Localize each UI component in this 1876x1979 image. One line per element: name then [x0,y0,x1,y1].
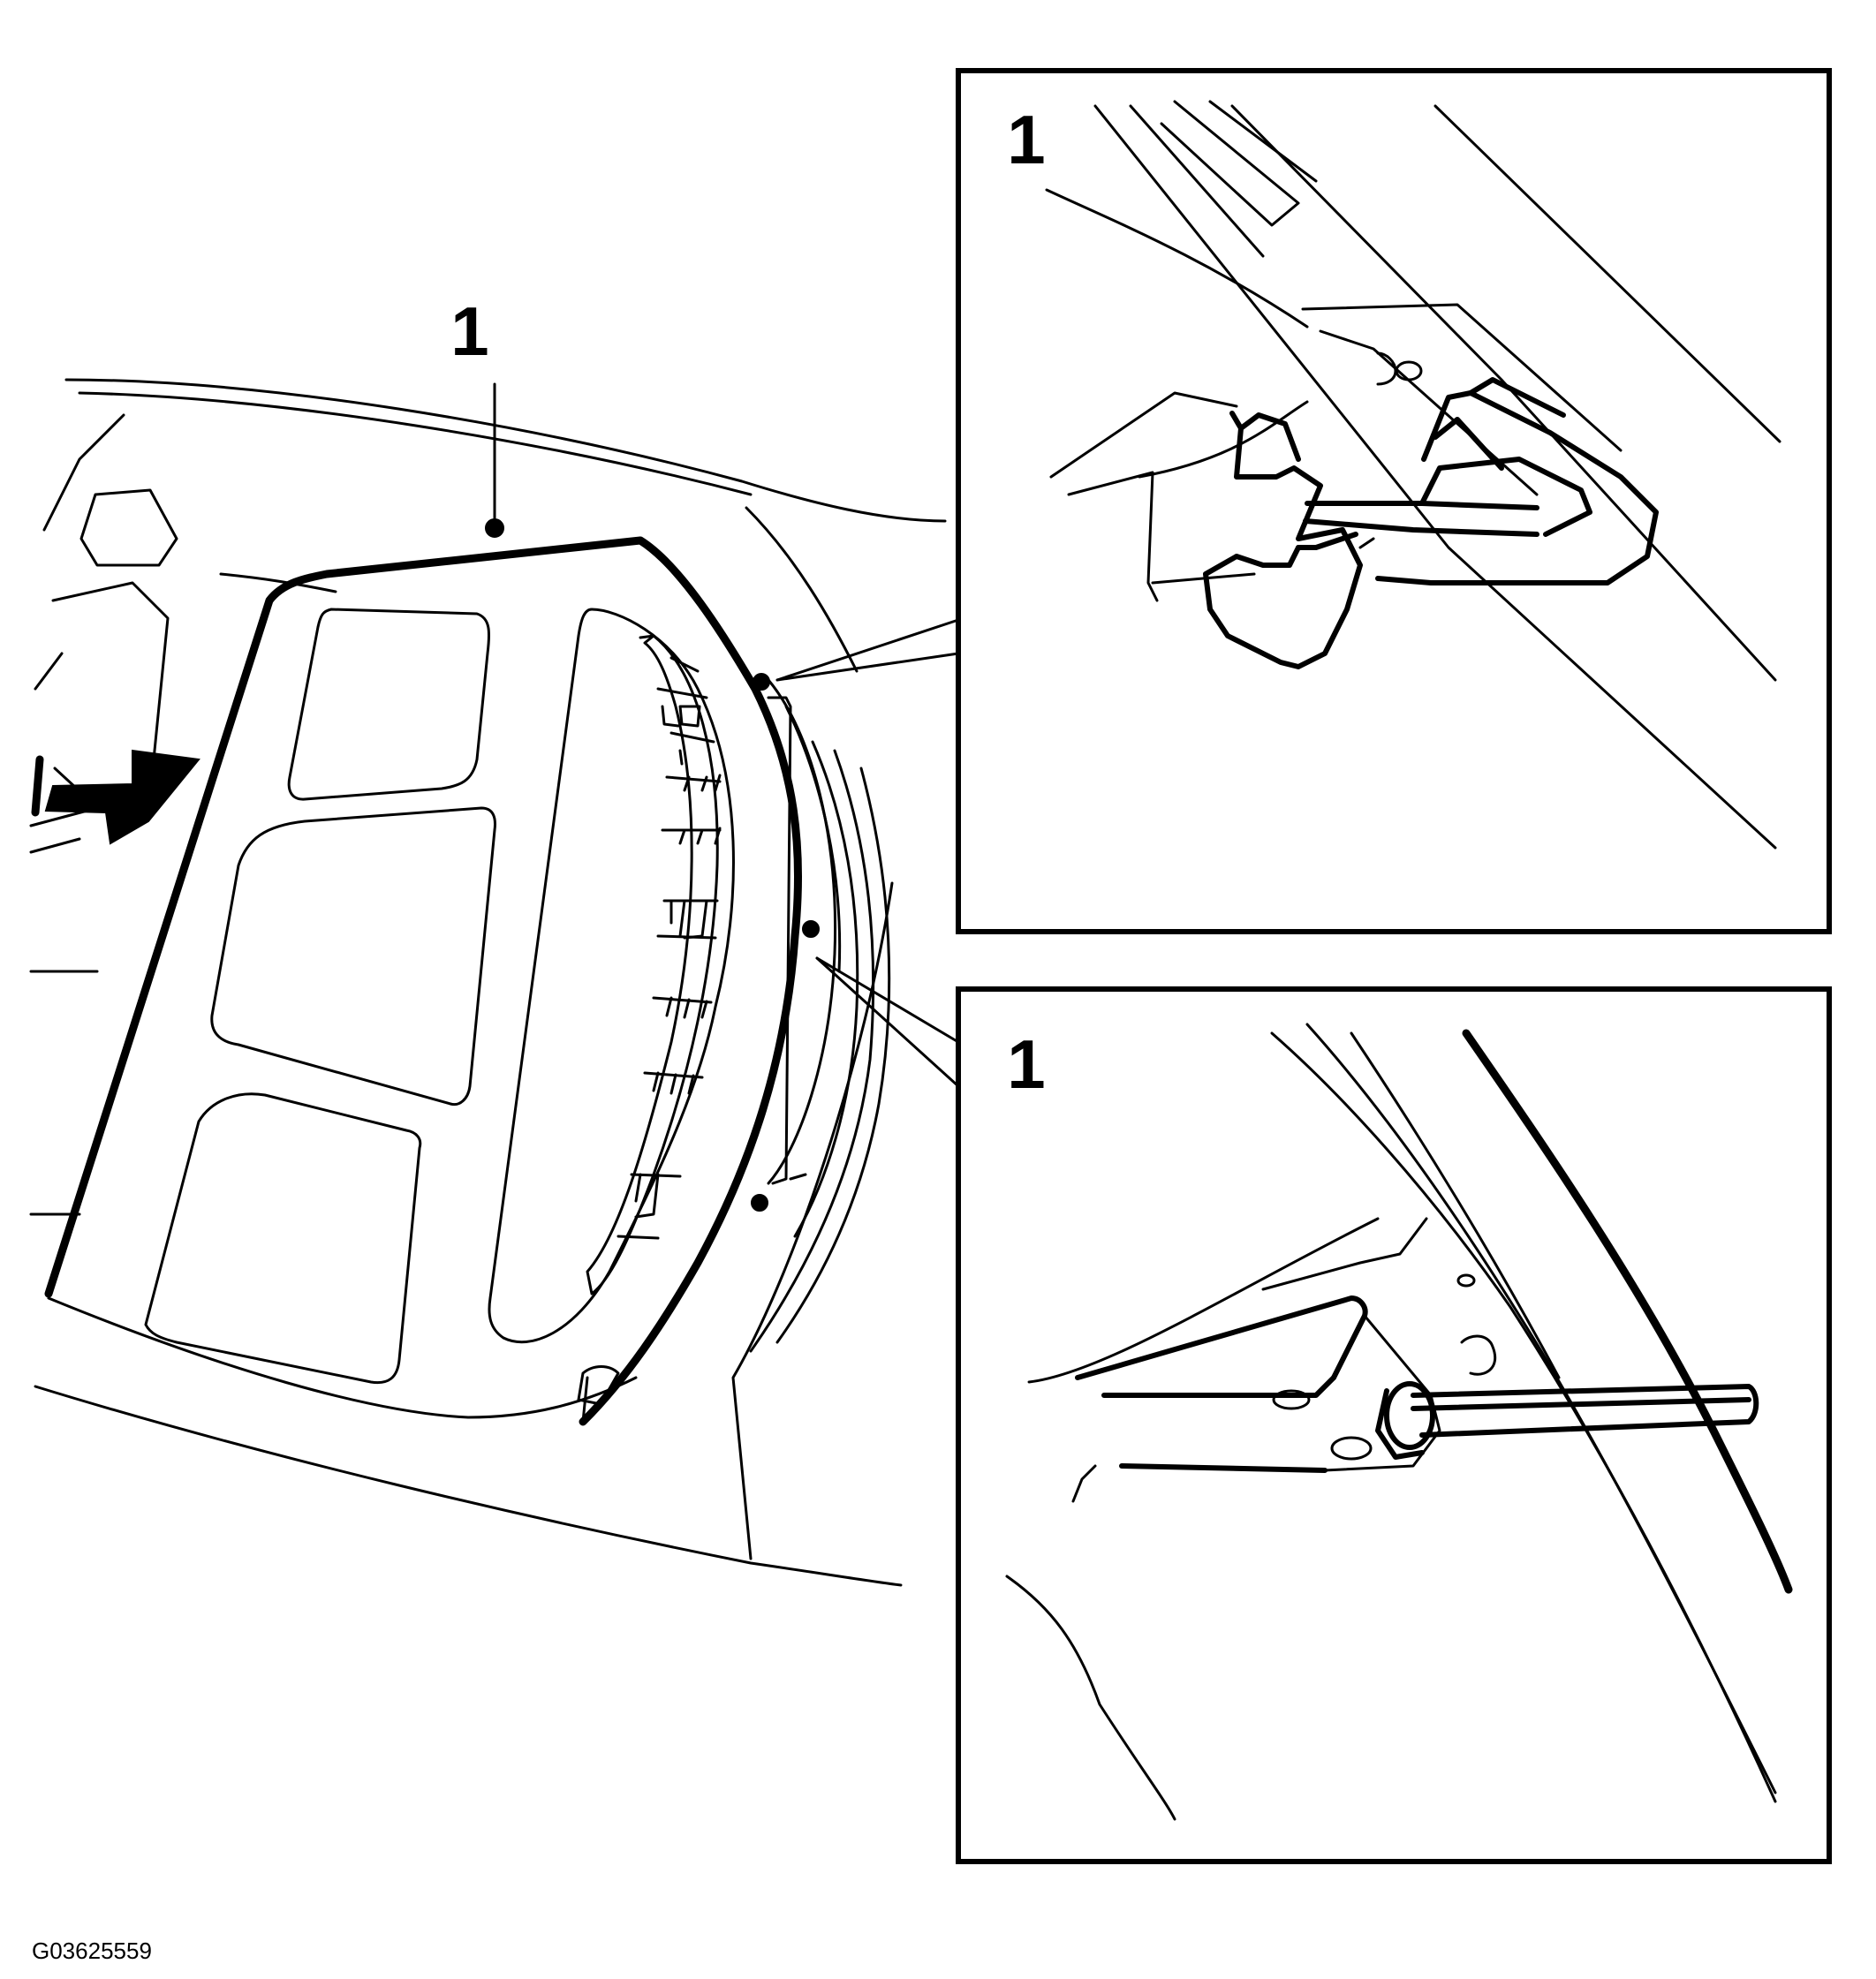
reference-code: G03625559 [32,1937,152,1964]
detail-top: 1 [956,68,1832,934]
callout-main: 1 [450,292,488,370]
clip-top [753,673,770,691]
clip-middle [802,920,820,938]
pin-tool [1411,1384,1759,1438]
direction-arrow [44,749,200,845]
main-view: 1 [29,292,947,1587]
callout-detail-top: 1 [1007,101,1045,178]
callout-detail-bottom: 1 [1007,1025,1045,1103]
clip-lower [751,1194,768,1212]
detail-bottom: 1 [956,986,1832,1864]
retaining-clip [1203,411,1363,669]
cover-panel-outline [44,536,803,1426]
vent-grille [586,634,722,1295]
